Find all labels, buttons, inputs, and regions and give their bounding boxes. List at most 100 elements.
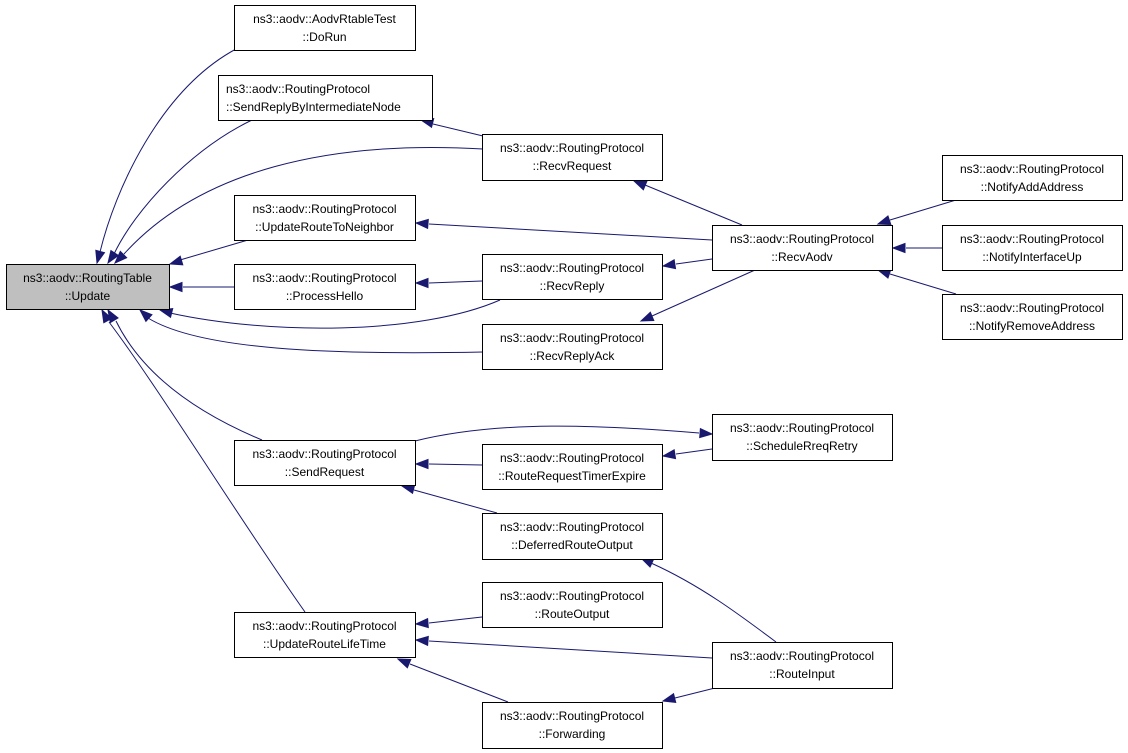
edge-routeinput-to-updateroutelifetime <box>414 635 713 659</box>
node-box[interactable] <box>712 642 893 689</box>
node-method-label: ::RecvAodv <box>771 250 832 264</box>
node-processhello[interactable]: ns3::aodv::RoutingProtocol::ProcessHello <box>234 264 416 310</box>
node-box[interactable] <box>234 612 416 658</box>
edge-line <box>115 320 263 441</box>
node-notifyaddaddress[interactable]: ns3::aodv::RoutingProtocol::NotifyAddAdd… <box>942 155 1123 201</box>
node-box[interactable] <box>218 75 433 121</box>
node-namespace-label: ns3::aodv::RoutingProtocol <box>500 709 644 723</box>
node-schedulerreqretry[interactable]: ns3::aodv::RoutingProtocol::ScheduleRreq… <box>712 414 893 461</box>
node-box[interactable] <box>482 702 663 749</box>
node-box[interactable] <box>234 440 416 486</box>
edge-routeoutput-to-updateroutelifetime <box>414 616 483 629</box>
arrowhead-icon <box>101 308 113 324</box>
node-recvreply[interactable]: ns3::aodv::RoutingProtocol::RecvReply <box>482 254 663 300</box>
node-box[interactable] <box>942 225 1123 271</box>
node-method-label: ::RouteInput <box>769 667 835 681</box>
node-update[interactable]: ns3::aodv::RoutingTable::Update <box>6 264 170 310</box>
edge-line <box>889 199 957 221</box>
node-box[interactable] <box>712 225 893 271</box>
node-namespace-label: ns3::aodv::RoutingProtocol <box>960 162 1104 176</box>
node-method-label: ::RecvReplyAck <box>530 349 616 363</box>
edge-recvaodv-to-recvreplyack <box>639 269 756 322</box>
edge-line <box>675 258 713 265</box>
edge-recvrequest-to-update <box>113 146 484 265</box>
node-box[interactable] <box>234 195 416 241</box>
node-namespace-label: ns3::aodv::RoutingProtocol <box>252 447 396 461</box>
node-forwarding[interactable]: ns3::aodv::RoutingProtocol::Forwarding <box>482 702 663 749</box>
node-method-label: ::NotifyRemoveAddress <box>969 319 1095 333</box>
node-namespace-label: ns3::aodv::RoutingProtocol <box>500 589 644 603</box>
node-method-label: ::Update <box>65 289 111 303</box>
node-recvaodv[interactable]: ns3::aodv::RoutingProtocol::RecvAodv <box>712 225 893 271</box>
arrowhead-icon <box>168 281 183 293</box>
node-notifyinterfaceup[interactable]: ns3::aodv::RoutingProtocol::NotifyInterf… <box>942 225 1123 271</box>
edge-line <box>644 184 743 226</box>
edge-line <box>428 223 713 241</box>
node-box[interactable] <box>6 264 170 310</box>
arrowhead-icon <box>414 617 429 629</box>
edge-line <box>428 280 483 284</box>
edge-line <box>99 48 237 253</box>
node-routeinput[interactable]: ns3::aodv::RoutingProtocol::RouteInput <box>712 642 893 689</box>
node-recvrequest[interactable]: ns3::aodv::RoutingProtocol::RecvRequest <box>482 134 663 181</box>
node-routerequesttimerexpire[interactable]: ns3::aodv::RoutingProtocol::RouteRequest… <box>482 444 663 490</box>
node-box[interactable] <box>942 155 1123 201</box>
edge-dorun-to-update <box>95 48 237 265</box>
edge-line <box>179 239 249 261</box>
node-box[interactable] <box>942 294 1123 340</box>
node-box[interactable] <box>482 324 663 370</box>
node-method-label: ::NotifyAddAddress <box>981 180 1084 194</box>
node-box[interactable] <box>482 444 663 490</box>
arrowhead-icon <box>661 692 677 704</box>
node-updateroutetoneighbor[interactable]: ns3::aodv::RoutingProtocol::UpdateRouteT… <box>234 195 416 241</box>
node-namespace-label: ns3::aodv::RoutingProtocol <box>226 82 370 96</box>
node-updateroutelifetime[interactable]: ns3::aodv::RoutingProtocol::UpdateRouteL… <box>234 612 416 658</box>
edge-line <box>675 448 713 455</box>
edge-recvrequest-to-sendreplyinter <box>419 117 484 137</box>
node-method-label: ::UpdateRouteToNeighbor <box>255 220 394 234</box>
arrowhead-icon <box>414 635 429 647</box>
edge-updateroutelifetime-to-update <box>101 308 306 613</box>
node-namespace-label: ns3::aodv::RoutingProtocol <box>252 202 396 216</box>
node-notifyremoveaddress[interactable]: ns3::aodv::RoutingProtocol::NotifyRemove… <box>942 294 1123 340</box>
edge-line <box>413 489 498 514</box>
node-namespace-label: ns3::aodv::RoutingProtocol <box>500 141 644 155</box>
node-box[interactable] <box>482 513 663 560</box>
arrowhead-icon <box>876 215 892 226</box>
node-deferredrouteoutput[interactable]: ns3::aodv::RoutingProtocol::DeferredRout… <box>482 513 663 560</box>
edge-line <box>414 425 700 442</box>
edge-line <box>428 463 483 466</box>
node-box[interactable] <box>482 254 663 300</box>
node-box[interactable] <box>234 5 416 51</box>
node-box[interactable] <box>482 582 663 628</box>
edge-recvreply-to-processhello <box>414 277 483 289</box>
edge-forwarding-to-updateroutelifetime <box>396 658 509 703</box>
node-box[interactable] <box>712 414 893 461</box>
arrowhead-icon <box>891 242 906 254</box>
edge-recvaodv-to-updateroutetoneighbor <box>414 218 713 241</box>
node-method-label: ::RouteOutput <box>535 607 610 621</box>
edge-line <box>108 321 306 613</box>
edges-layer <box>95 48 957 704</box>
edge-routerequesttimerexpire-to-sendrequest <box>414 458 483 470</box>
edge-sendreplyinter-to-update <box>107 119 253 265</box>
node-sendrequest[interactable]: ns3::aodv::RoutingProtocol::SendRequest <box>234 440 416 486</box>
edge-line <box>113 119 253 255</box>
node-box[interactable] <box>482 134 663 181</box>
edge-line <box>123 146 484 255</box>
node-dorun[interactable]: ns3::aodv::AodvRtableTest::DoRun <box>234 5 416 51</box>
edge-notifyremoveaddress-to-recvaodv <box>876 268 957 295</box>
node-namespace-label: ns3::aodv::RoutingProtocol <box>500 520 644 534</box>
node-method-label: ::DeferredRouteOutput <box>511 538 633 552</box>
node-method-label: ::ScheduleRreqRetry <box>746 439 857 453</box>
edge-schedulerreqretry-to-routerequesttimerexpire <box>661 448 713 460</box>
edge-recvreplyack-to-update <box>138 309 484 354</box>
node-recvreplyack[interactable]: ns3::aodv::RoutingProtocol::RecvReplyAck <box>482 324 663 370</box>
edge-recvaodv-to-recvrequest <box>632 180 743 226</box>
node-sendreplyinter[interactable]: ns3::aodv::RoutingProtocol::SendReplyByI… <box>218 75 433 121</box>
node-box[interactable] <box>234 264 416 310</box>
edge-line <box>409 663 509 703</box>
node-routeoutput[interactable]: ns3::aodv::RoutingProtocol::RouteOutput <box>482 582 663 628</box>
node-namespace-label: ns3::aodv::RoutingProtocol <box>500 261 644 275</box>
